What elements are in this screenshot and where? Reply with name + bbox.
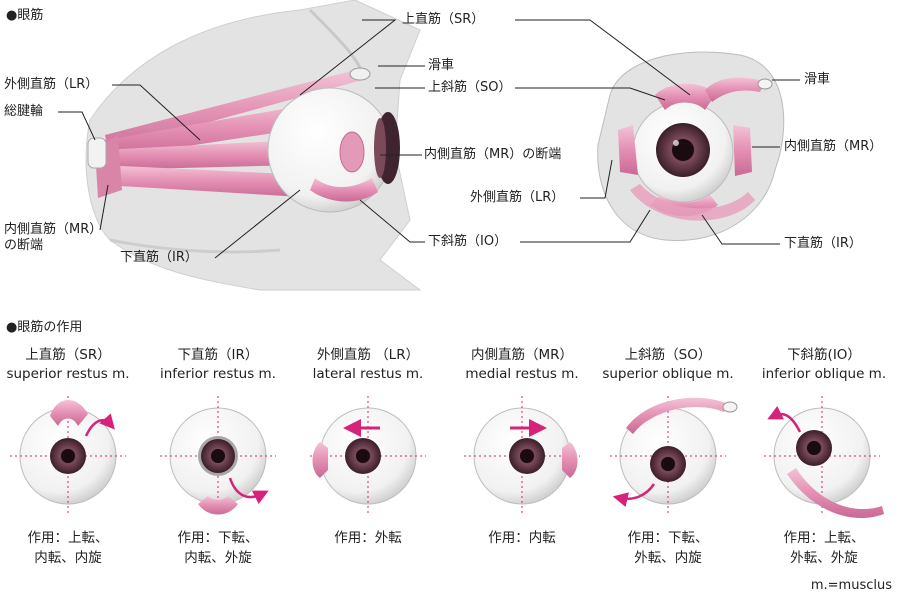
- action-en: lateral restus m.: [312, 366, 424, 382]
- action-effect-lr: 作用：外転: [334, 530, 402, 546]
- action-jp: 外側直筋 （LR）: [316, 347, 420, 363]
- action-en: superior restus m.: [6, 366, 130, 382]
- action-title-sr: 上直筋（SR） superior restus m.: [0, 346, 138, 384]
- mr-front: [733, 125, 752, 176]
- front-view-illustration: [597, 51, 785, 242]
- inferior-rectus-muscle: [100, 165, 318, 198]
- action-effect-ir: 作用：下転、 内転、外旋: [177, 530, 259, 566]
- action-en: superior oblique m.: [602, 366, 734, 382]
- label-medial-rectus-cut: 内側直筋（MR）の断端: [424, 147, 562, 162]
- eye-io: [764, 396, 884, 519]
- label-medial-rectus-cut-left: 内側直筋（MR） の断端: [4, 222, 103, 253]
- label-trochlea-front: 滑車: [804, 72, 831, 87]
- so-front: [705, 77, 765, 102]
- section-title-eye-muscles: ●眼筋: [6, 8, 44, 23]
- label-annulus: 総腱輪: [4, 104, 44, 119]
- section-title-muscle-actions: ●眼筋の作用: [6, 320, 83, 335]
- trochlea-front: [757, 78, 773, 90]
- action-en: medial restus m.: [465, 366, 579, 382]
- action-title-io: 下斜筋(IO） inferior oblique m.: [754, 346, 894, 384]
- action-en: inferior restus m.: [160, 366, 276, 382]
- label-inferior-rectus: 下直筋（IR）: [120, 250, 198, 265]
- action-title-mr: 内側直筋（MR） medial restus m.: [452, 346, 592, 384]
- eye-sr: [10, 396, 126, 514]
- label-superior-rectus: 上直筋（SR）: [402, 12, 485, 27]
- action-en: inferior oblique m.: [761, 366, 887, 382]
- label-superior-oblique: 上斜筋（SO）: [428, 80, 512, 95]
- action-title-lr: 外側直筋 （LR） lateral restus m.: [298, 346, 438, 384]
- action-jp: 上斜筋（SO）: [624, 347, 712, 363]
- action-effect-mr: 作用：内転: [488, 530, 556, 546]
- label-medial-rectus-front: 内側直筋（MR）: [784, 139, 883, 154]
- label-lateral-rectus: 外側直筋（LR）: [4, 77, 99, 92]
- action-title-ir: 下直筋（IR） inferior restus m.: [148, 346, 288, 384]
- action-effect-sr: 作用：上転、 内転、内旋: [27, 530, 109, 566]
- action-jp: 内側直筋（MR）: [470, 347, 574, 363]
- eye-mr: [464, 396, 580, 514]
- eye-so: [610, 396, 738, 514]
- footnote: m.=musclus: [810, 578, 892, 593]
- action-eyes: [10, 396, 884, 519]
- action-title-so: 上斜筋（SO） superior oblique m.: [598, 346, 738, 384]
- action-effect-so: 作用：下転、 外転、内旋: [627, 530, 709, 566]
- eye-ir: [160, 396, 276, 515]
- label-inferior-oblique: 下斜筋（IO）: [428, 234, 508, 249]
- inferior-oblique-muscle: [310, 178, 378, 202]
- sr-front: [655, 83, 715, 110]
- io-front: [630, 184, 755, 221]
- leader-lines-right: [515, 19, 800, 245]
- action-effect-io: 作用：上転、 外転、外旋: [783, 530, 865, 566]
- trochlea-lateral: [349, 67, 371, 81]
- eye-lr: [310, 396, 426, 514]
- label-lateral-rectus-front: 外側直筋（LR）: [470, 190, 565, 205]
- action-jp: 下斜筋(IO）: [787, 347, 861, 363]
- label-trochlea: 滑車: [428, 58, 455, 73]
- lr-front: [618, 125, 638, 175]
- label-inferior-rectus-front: 下直筋（IR）: [784, 236, 862, 251]
- lateral-rectus-muscle: [100, 140, 300, 170]
- action-jp: 上直筋（SR）: [25, 347, 111, 363]
- annulus-tendon: [87, 137, 107, 169]
- action-jp: 下直筋（IR）: [177, 347, 259, 363]
- leader-lines-left: [58, 19, 425, 259]
- medial-rectus-stump: [339, 131, 365, 173]
- lateral-view-illustration: [85, 0, 422, 291]
